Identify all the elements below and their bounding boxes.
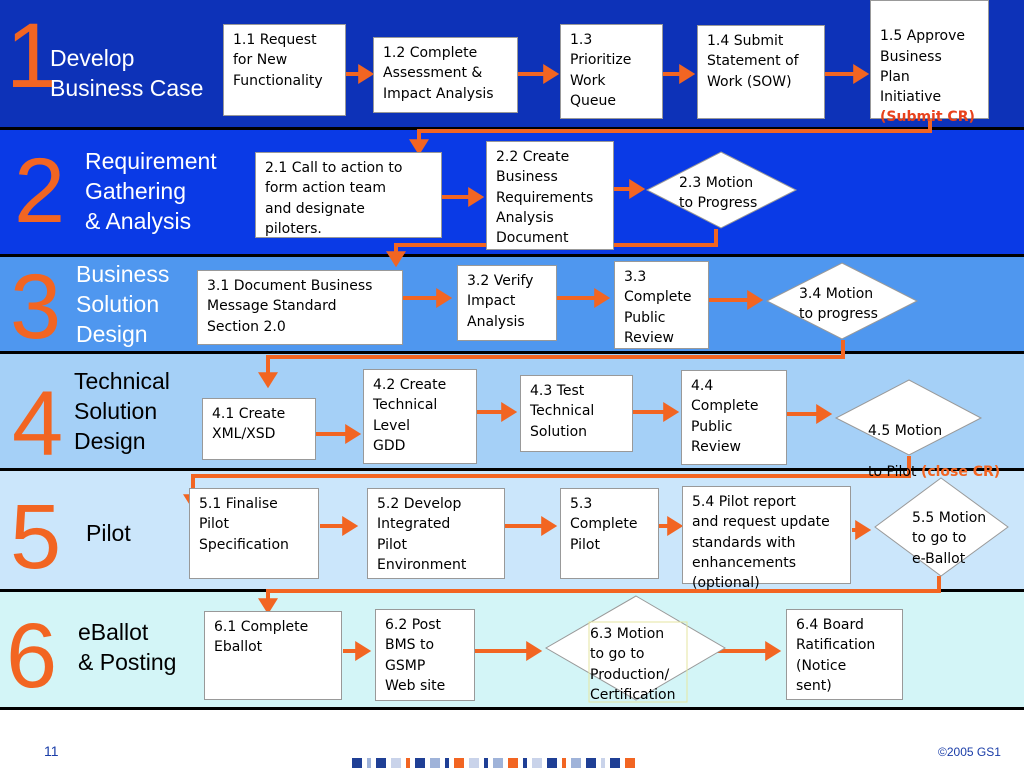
- stage-title-5: Pilot: [86, 520, 131, 546]
- page-number: 11: [44, 743, 59, 759]
- step-5-4: 5.4 Pilot report and request update stan…: [682, 486, 851, 591]
- divider: [0, 351, 1024, 354]
- step-3-1: 3.1 Document Business Message Standard S…: [197, 270, 403, 345]
- step-1-4: 1.4 Submit Statement of Work (SOW): [697, 25, 825, 119]
- step-5-1: 5.1 Finalise Pilot Specification: [189, 488, 319, 579]
- decision-diamond: [765, 262, 919, 340]
- decision-diamond: [874, 477, 1009, 577]
- strip-square: [508, 758, 518, 768]
- step-2-1: 2.1 Call to action to form action team a…: [255, 152, 442, 238]
- step-3-2: 3.2 Verify Impact Analysis: [457, 265, 557, 341]
- stage-title-6: eBallot & Posting: [78, 619, 177, 675]
- stage-title-4: Technical Solution Design: [74, 368, 170, 454]
- highlight-frame: [588, 621, 688, 703]
- step-3-3: 3.3 Complete Public Review: [614, 261, 709, 349]
- step-6-3: 6.3 Motion to go to Production/ Certific…: [590, 626, 676, 703]
- strip-square: [406, 758, 410, 768]
- step-1-3: 1.3 Prioritize Work Queue: [560, 24, 663, 119]
- decision-diamond: [645, 151, 798, 229]
- strip-square: [376, 758, 386, 768]
- strip-square: [430, 758, 440, 768]
- step-1-2: 1.2 Complete Assessment & Impact Analysi…: [373, 37, 518, 113]
- step-4-4: 4.4 Complete Public Review: [681, 370, 787, 465]
- stage-number-3: 3: [10, 256, 62, 358]
- strip-square: [532, 758, 542, 768]
- step-5-5: 5.5 Motion to go to e-Ballot: [912, 510, 987, 567]
- connector-5-to-6: [258, 576, 941, 615]
- strip-square: [625, 758, 635, 768]
- divider: [0, 254, 1024, 257]
- step-1-5-note: (Submit CR): [880, 109, 975, 126]
- strip-square: [586, 758, 596, 768]
- strip-square: [469, 758, 479, 768]
- strip-square: [454, 758, 464, 768]
- step-5-2: 5.2 Develop Integrated Pilot Environment: [367, 488, 505, 579]
- step-1-5-text: 1.5 Approve Business Plan Initiative: [880, 28, 965, 106]
- stage-number-4: 4: [12, 373, 64, 475]
- step-4-5-line1: 4.5 Motion: [868, 423, 943, 440]
- step-2-3: 2.3 Motion to Progress: [679, 175, 758, 212]
- step-5-3: 5.3 Complete Pilot: [560, 488, 659, 579]
- strip-square: [415, 758, 425, 768]
- stage-number-1: 1: [6, 5, 58, 107]
- step-4-5-line2: to Pilot: [868, 463, 921, 480]
- divider: [0, 707, 1024, 710]
- step-6-4: 6.4 Board Ratification (Notice sent): [786, 609, 903, 700]
- stage-number-5: 5: [10, 486, 62, 588]
- strip-square: [391, 758, 401, 768]
- decision-diamond: [834, 379, 983, 456]
- connector-3-to-4: [258, 340, 845, 389]
- step-4-5-note: (close CR): [920, 463, 1001, 480]
- strip-square: [562, 758, 566, 768]
- stage-number-2: 2: [14, 140, 66, 242]
- stage-title-1: Develop Business Case: [50, 45, 204, 101]
- step-1-5: 1.5 Approve Business Plan Initiative (Su…: [870, 0, 989, 125]
- stage-title-3: Business Solution Design: [76, 261, 170, 347]
- strip-square: [445, 758, 449, 768]
- strip-square: [352, 758, 362, 768]
- step-2-2: 2.2 Create Business Requirements Analysi…: [486, 141, 614, 250]
- step-1-1: 1.1 Request for New Functionality: [223, 24, 346, 116]
- step-6-1: 6.1 Complete Eballot: [204, 611, 342, 700]
- step-4-3: 4.3 Test Technical Solution: [520, 375, 633, 452]
- step-4-2: 4.2 Create Technical Level GDD: [363, 369, 477, 464]
- strip-square: [493, 758, 503, 768]
- step-4-1: 4.1 Create XML/XSD: [202, 398, 316, 460]
- stage-title-2: Requirement Gathering & Analysis: [85, 148, 217, 234]
- divider: [0, 127, 1024, 130]
- step-6-2: 6.2 Post BMS to GSMP Web site: [375, 609, 475, 701]
- step-3-4: 3.4 Motion to progress: [799, 286, 878, 323]
- stage-number-6: 6: [6, 605, 58, 707]
- strip-square: [484, 758, 488, 768]
- strip-square: [367, 758, 371, 768]
- step-4-5: 4.5 Motion to Pilot (close CR): [868, 401, 1000, 482]
- strip-square: [601, 758, 605, 768]
- connector-1-to-2: [409, 119, 932, 156]
- strip-square: [610, 758, 620, 768]
- copyright-text: ©2005 GS1: [938, 745, 1001, 759]
- strip-square: [523, 758, 527, 768]
- strip-square: [547, 758, 557, 768]
- divider: [0, 468, 1024, 471]
- strip-square: [571, 758, 581, 768]
